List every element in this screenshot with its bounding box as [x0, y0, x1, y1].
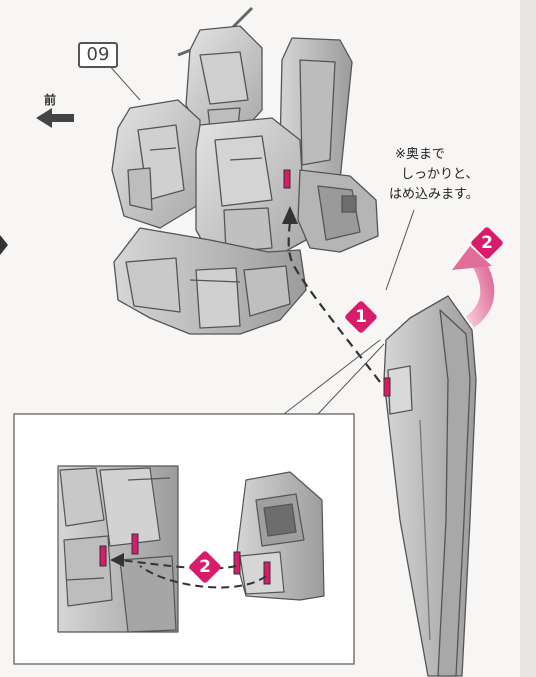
torso-part [111, 6, 379, 335]
note-line-2: しっかりと、 [401, 167, 479, 182]
insert-arrow-head-icon [282, 206, 298, 224]
detail-arrow-head-icon [110, 553, 124, 567]
torso-socket-mark [283, 169, 291, 189]
page-edge [520, 0, 536, 677]
note-leader-line [385, 209, 415, 291]
detail-peg-mark-b [263, 561, 271, 585]
step-badge-2-label: 2 [481, 233, 493, 253]
previous-step-arrow-icon [0, 235, 8, 255]
detail-torso-part [57, 465, 179, 633]
step-leader-line [107, 63, 141, 101]
rotate-arrow-head-icon [452, 246, 492, 270]
note-line-3: はめ込みます。 [389, 187, 479, 202]
assembly-note: ※奥まで しっかりと、 はめ込みます。 [385, 145, 533, 205]
step-number: 09 [78, 42, 118, 68]
detail-step-badge-2-label: 2 [199, 557, 211, 577]
detail-peg-mark-a [233, 551, 241, 575]
detail-skirt-part [235, 471, 325, 601]
detail-socket-mark-b [131, 533, 139, 555]
step-badge-1-label: 1 [355, 307, 367, 327]
detail-socket-mark-a [99, 545, 107, 567]
skirt-armor-part [383, 295, 477, 677]
skirt-peg-mark [383, 377, 391, 397]
callout-line-right [317, 343, 385, 415]
detail-path-arrow-b [139, 565, 267, 589]
rotate-arrow-shaft [465, 258, 495, 328]
front-direction-arrow-icon [36, 108, 74, 128]
insert-path-arrow [287, 221, 381, 383]
front-direction-label: 前 [44, 93, 57, 107]
callout-line-left [283, 339, 381, 415]
note-line-1: ※奥まで [395, 147, 445, 162]
